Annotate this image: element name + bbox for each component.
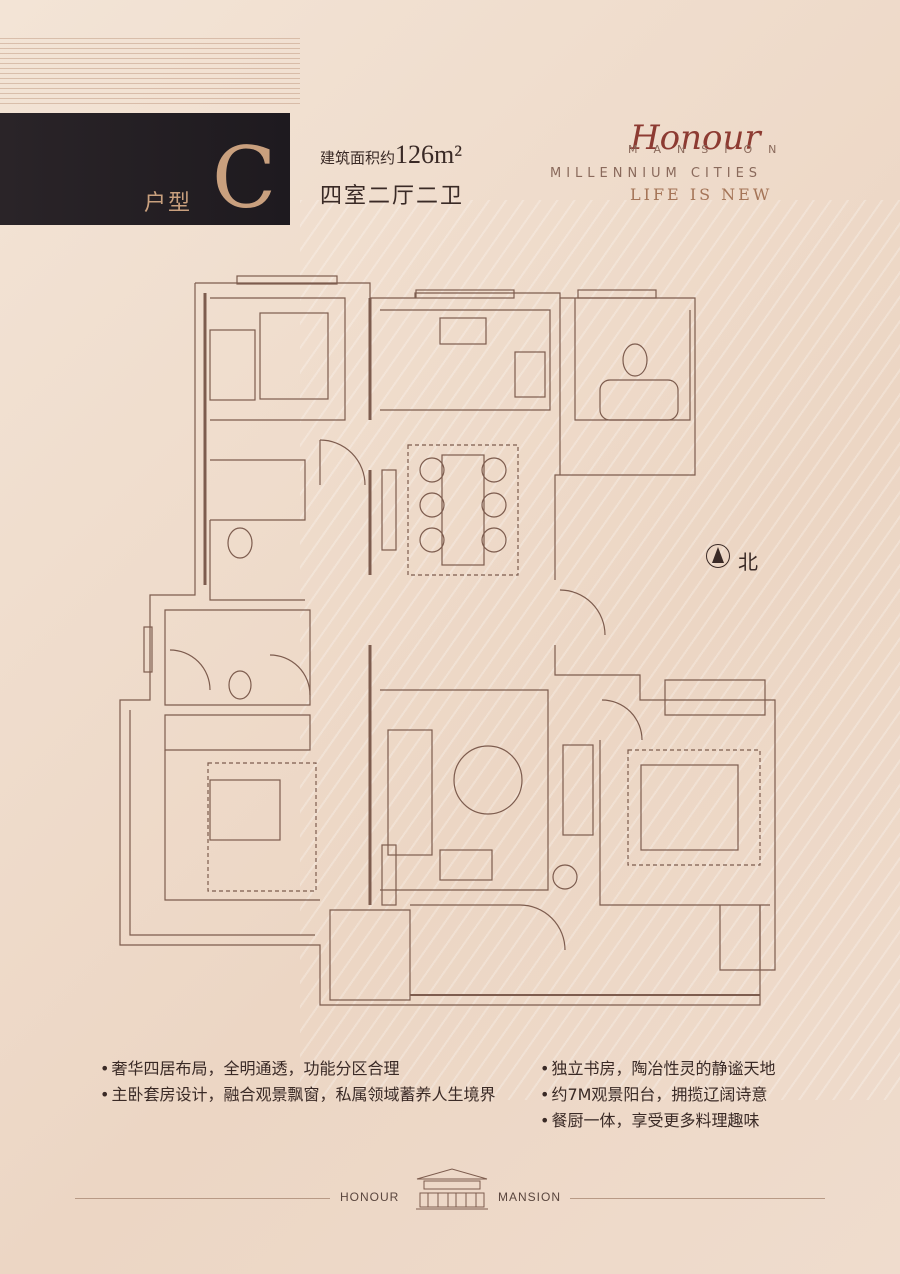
pavilion-logo-icon (416, 1168, 488, 1210)
features-left: 奢华四居布局，全明通透，功能分区合理 主卧套房设计，融合观景飘窗，私属领域蓄养人… (100, 1056, 495, 1108)
unit-type-letter: C (212, 129, 277, 227)
feature-item: 奢华四居布局，全明通透，功能分区合理 (100, 1056, 495, 1082)
compass (706, 544, 730, 568)
area-info: 建筑面积约126m² (320, 140, 462, 170)
brand-tagline: LIFE IS NEW (630, 185, 773, 204)
area-unit: m² (434, 140, 463, 169)
feature-item: 主卧套房设计，融合观景飘窗，私属领域蓄养人生境界 (100, 1082, 495, 1108)
decorative-sheen (300, 200, 900, 1100)
decorative-stripes (0, 38, 300, 108)
north-arrow-icon (712, 547, 724, 563)
features-right: 独立书房，陶冶性灵的静谧天地 约7M观景阳台，拥揽辽阔诗意 餐厨一体，享受更多料… (540, 1056, 775, 1134)
area-value: 126 (395, 140, 435, 169)
footer-divider-left (75, 1198, 330, 1199)
brand-logo-script: Honour (630, 118, 761, 158)
footer-right-text: MANSION (498, 1190, 562, 1204)
brand-cities: MILLENNIUM CITIES (550, 166, 763, 181)
north-label: 北 (738, 550, 758, 574)
footer-left-text: HONOUR (340, 1190, 400, 1204)
brand-mansion: MANSION (628, 143, 793, 156)
feature-item: 约7M观景阳台，拥揽辽阔诗意 (540, 1082, 775, 1108)
feature-item: 独立书房，陶冶性灵的静谧天地 (540, 1056, 775, 1082)
unit-type-banner (0, 113, 290, 225)
area-label: 建筑面积约 (320, 150, 396, 167)
footer-divider-right (570, 1198, 825, 1199)
feature-item: 餐厨一体，享受更多料理趣味 (540, 1108, 775, 1134)
unit-type-label: 户型 (144, 191, 193, 216)
room-layout: 四室二厅二卫 (320, 184, 465, 209)
